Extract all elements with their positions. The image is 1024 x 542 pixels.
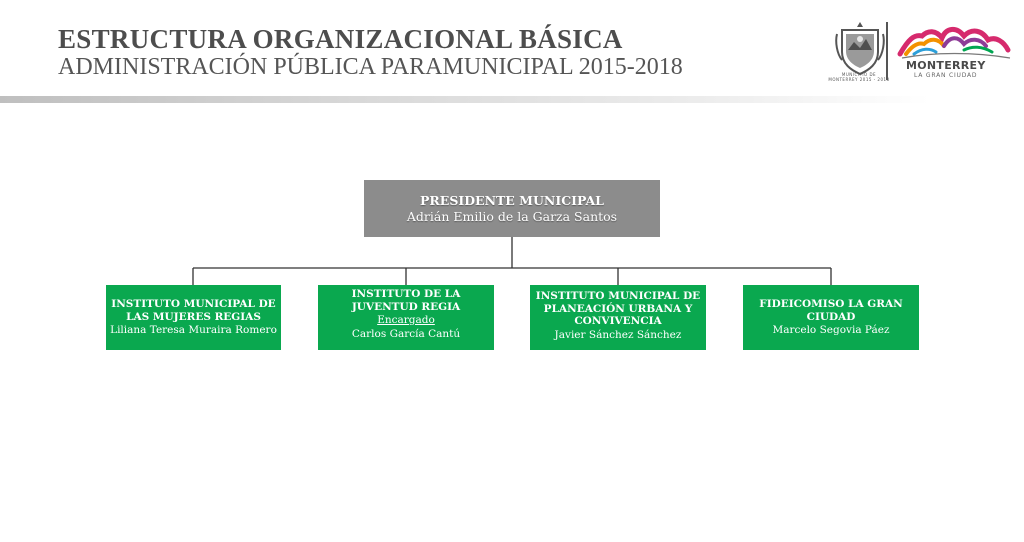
org-node-fideicomiso: FIDEICOMISO LA GRAN CIUDAD Marcelo Segov… [743,285,919,350]
org-node-instituto-mujeres: INSTITUTO MUNICIPAL DE LAS MUJERES REGIA… [106,285,281,350]
node-person: Marcelo Segovia Páez [772,324,890,336]
node-person: Liliana Teresa Muraira Romero [110,324,277,336]
node-role: INSTITUTO MUNICIPAL DE PLANEACIÓN URBANA… [535,290,701,327]
brand-name: MONTERREY [906,59,986,72]
monterrey-brand-logo-icon [897,27,1011,59]
municipal-seal-icon [835,22,885,76]
org-node-president: PRESIDENTE MUNICIPAL Adrián Emilio de la… [364,180,660,237]
node-role: INSTITUTO DE LA JUVENTUD REGIA [351,288,461,313]
org-node-instituto-juventud: INSTITUTO DE LA JUVENTUD REGIA Encargado… [318,285,494,350]
node-role: FIDEICOMISO LA GRAN CIUDAD [759,298,903,323]
seal-caption: MUNICIPIO DE MONTERREY 2015 - 2018 [828,72,890,82]
node-note: Encargado [377,314,435,326]
header-bar [0,96,930,103]
node-person: Carlos García Cantú [351,328,461,340]
logo-area: MUNICIPIO DE MONTERREY 2015 - 2018 MONTE… [828,18,1018,84]
node-role: INSTITUTO MUNICIPAL DE LAS MUJERES REGIA… [111,298,276,323]
node-person: Javier Sánchez Sánchez [554,328,682,341]
page-subtitle: ADMINISTRACIÓN PÚBLICA PARAMUNICIPAL 201… [58,54,683,80]
node-person: Adrián Emilio de la Garza Santos [406,208,618,224]
org-node-instituto-planeacion: INSTITUTO MUNICIPAL DE PLANEACIÓN URBANA… [530,285,706,350]
page-title: ESTRUCTURA ORGANIZACIONAL BÁSICA [58,24,623,54]
logo-divider [886,22,888,80]
node-role: PRESIDENTE MUNICIPAL [420,192,604,208]
brand-tagline: LA GRAN CIUDAD [914,72,978,79]
